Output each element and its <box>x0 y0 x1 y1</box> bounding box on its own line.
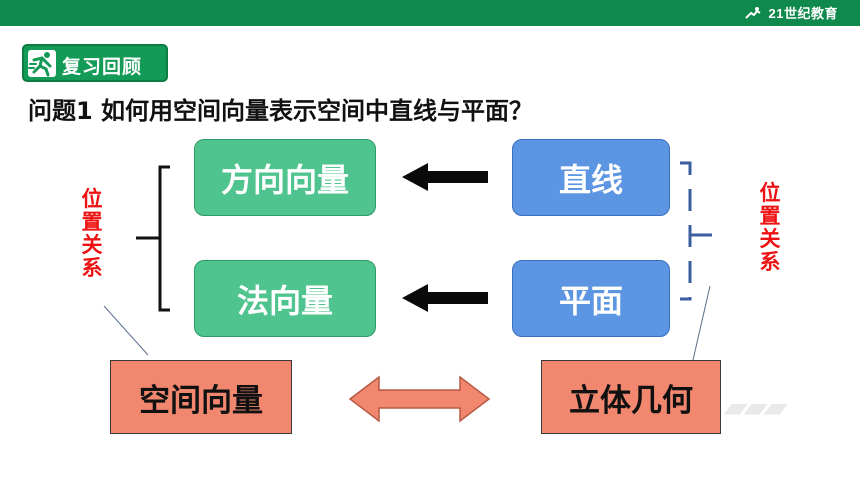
arrow-line-to-direction <box>402 163 488 191</box>
space-vector-box: 空间向量 <box>110 360 292 434</box>
runner-icon <box>28 50 56 77</box>
plane-box: 平面 <box>512 260 670 337</box>
question-title: 问题1 如何用空间向量表示空间中直线与平面？ <box>28 97 534 125</box>
direction-vector-box: 方向向量 <box>194 139 376 216</box>
brand-logo-text: 21世纪教育 <box>768 6 838 21</box>
solid-geometry-box: 立体几何 <box>541 360 721 434</box>
line-text: 直线 <box>558 160 623 199</box>
normal-vector-box: 法向量 <box>194 260 376 337</box>
brand-logo: 21世纪教育 <box>744 3 838 22</box>
space-vector-text: 空间向量 <box>139 382 263 419</box>
runner-logo-icon <box>745 7 761 19</box>
left-connector-line <box>103 305 149 356</box>
right-connector-line <box>692 285 711 361</box>
watermark-logo: ▰▰▰ <box>724 392 784 422</box>
right-dashed-bracket <box>680 161 716 301</box>
line-box: 直线 <box>512 139 670 216</box>
right-relation-label: 位置关系 <box>759 181 781 274</box>
solid-geometry-text: 立体几何 <box>569 382 693 419</box>
left-bracket <box>136 165 170 312</box>
arrow-plane-to-normal <box>402 284 488 312</box>
normal-vector-text: 法向量 <box>236 281 333 320</box>
section-badge: 复习回顾 <box>22 44 168 82</box>
left-relation-label: 位置关系 <box>81 187 103 280</box>
top-bar: 21世纪教育 <box>0 0 860 26</box>
section-label: 复习回顾 <box>62 56 143 78</box>
plane-text: 平面 <box>558 281 623 320</box>
direction-vector-text: 方向向量 <box>220 160 349 199</box>
double-arrow <box>348 375 491 423</box>
